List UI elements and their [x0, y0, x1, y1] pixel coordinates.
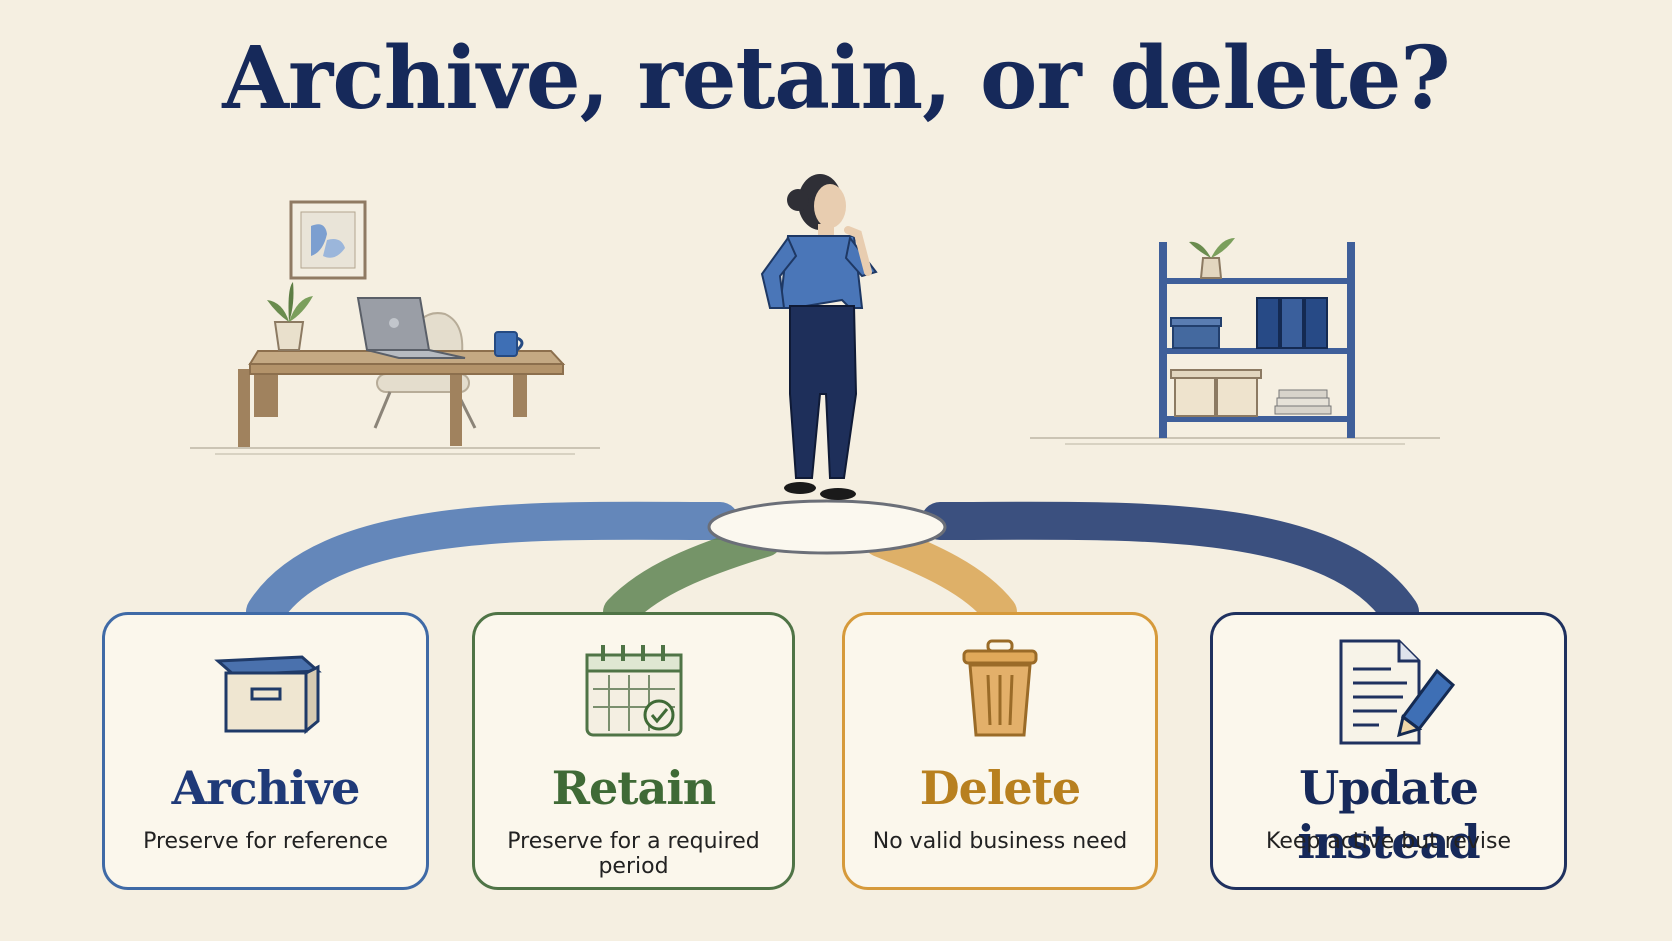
page-title: Archive, retain, or delete? — [222, 28, 1450, 129]
option-card-archive: Archive Preserve for reference — [102, 612, 429, 890]
option-card-delete: Delete No valid business need — [842, 612, 1158, 890]
delete-path — [863, 523, 1017, 629]
option-title: Archive — [171, 761, 361, 815]
option-title: Update instead — [1297, 761, 1480, 869]
update-path — [921, 501, 1419, 631]
archive-box-icon — [213, 655, 322, 735]
person-thinking-illustration — [760, 174, 878, 500]
option-subtitle: Preserve for a required period — [507, 829, 760, 879]
option-title: Retain — [551, 761, 716, 815]
option-subtitle: Preserve for reference — [143, 829, 388, 854]
option-card-retain: Retain Preserve for a required period — [472, 612, 795, 890]
document-edit-icon — [1339, 639, 1455, 745]
option-card-update: Update instead Keep active but revise — [1210, 612, 1567, 890]
archive-path — [246, 501, 739, 631]
retain-path — [603, 523, 782, 629]
calendar-check-icon — [585, 645, 682, 737]
trash-can-icon — [962, 639, 1038, 737]
shelf-with-boxes-illustration — [1030, 238, 1440, 445]
desk-with-laptop-illustration — [190, 200, 600, 455]
option-subtitle: Keep active but revise — [1266, 829, 1511, 854]
option-subtitle: No valid business need — [872, 829, 1128, 854]
option-title: Delete — [919, 761, 1081, 815]
decision-point — [707, 499, 947, 555]
